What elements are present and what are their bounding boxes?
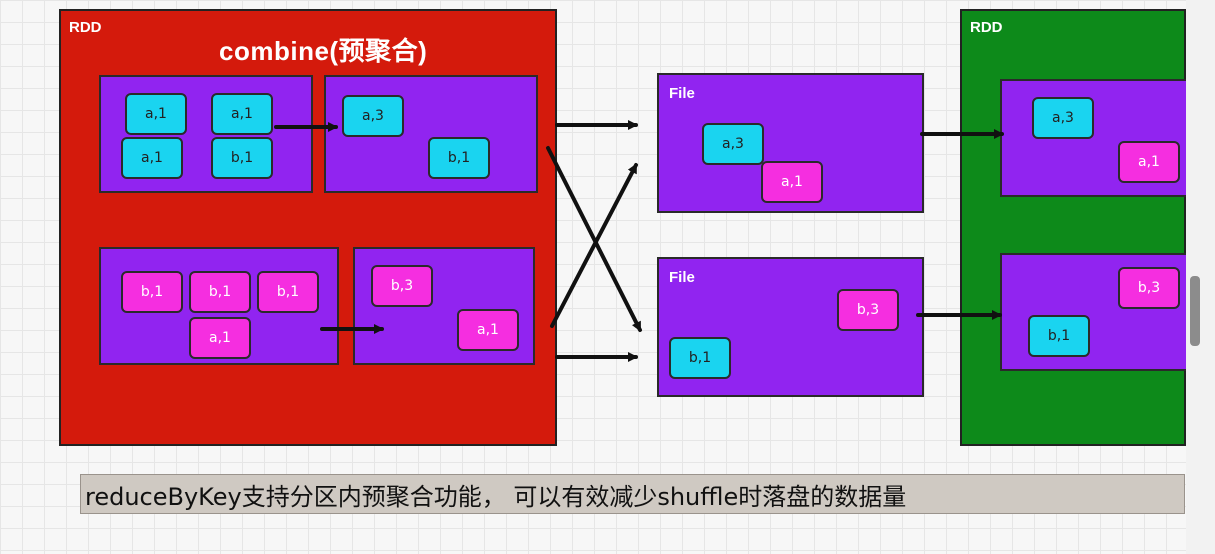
kv-item: b,1 [428, 137, 490, 179]
rdd-right-label: RDD [970, 19, 1003, 36]
kv-item: a,1 [211, 93, 273, 135]
partition-1: a,1 a,1 a,1 b,1 [99, 75, 313, 193]
kv-item: a,3 [342, 95, 404, 137]
kv-item: b,1 [211, 137, 273, 179]
shuffle-arrow-3 [550, 163, 638, 328]
combined-partition-2: b,3 a,1 [353, 247, 535, 365]
shuffle-arrow-2 [546, 146, 642, 332]
kv-item: a,1 [121, 137, 183, 179]
file-label: File [669, 269, 695, 286]
kv-item: b,1 [121, 271, 183, 313]
file-label: File [669, 85, 695, 102]
result-partition-1: a,3 a,1 [1000, 79, 1188, 197]
kv-item: b,1 [1028, 315, 1090, 357]
result-partition-2: b,3 b,1 [1000, 253, 1188, 371]
kv-item: a,1 [1118, 141, 1180, 183]
kv-item: b,1 [257, 271, 319, 313]
kv-item: a,3 [1032, 97, 1094, 139]
caption: reduceByKey支持分区内预聚合功能， 可以有效减少shuffle时落盘的… [80, 474, 1185, 514]
combine-title: combine(预聚合) [219, 36, 428, 66]
kv-item: a,1 [189, 317, 251, 359]
kv-item: b,3 [1118, 267, 1180, 309]
rdd-left-label: RDD [69, 19, 102, 36]
kv-item: a,3 [702, 123, 764, 165]
kv-item: b,1 [669, 337, 731, 379]
partition-2: b,1 b,1 b,1 a,1 [99, 247, 339, 365]
caption-text: reduceByKey支持分区内预聚合功能， 可以有效减少shuffle时落盘的… [85, 482, 907, 511]
kv-item: b,3 [837, 289, 899, 331]
vertical-scrollbar[interactable] [1186, 0, 1215, 554]
combined-partition-1: a,3 b,1 [324, 75, 538, 193]
kv-item: a,1 [457, 309, 519, 351]
kv-item: a,1 [125, 93, 187, 135]
rdd-right: RDD a,3 a,1 b,3 b,1 [960, 9, 1188, 446]
scrollbar-thumb[interactable] [1190, 276, 1200, 346]
rdd-left: RDD combine(预聚合) a,1 a,1 a,1 b,1 a,3 b,1… [59, 9, 557, 446]
kv-item: a,1 [761, 161, 823, 203]
kv-item: b,1 [189, 271, 251, 313]
kv-item: b,3 [371, 265, 433, 307]
shuffle-file-1: File a,3 a,1 [657, 73, 924, 213]
shuffle-file-2: File b,3 b,1 [657, 257, 924, 397]
